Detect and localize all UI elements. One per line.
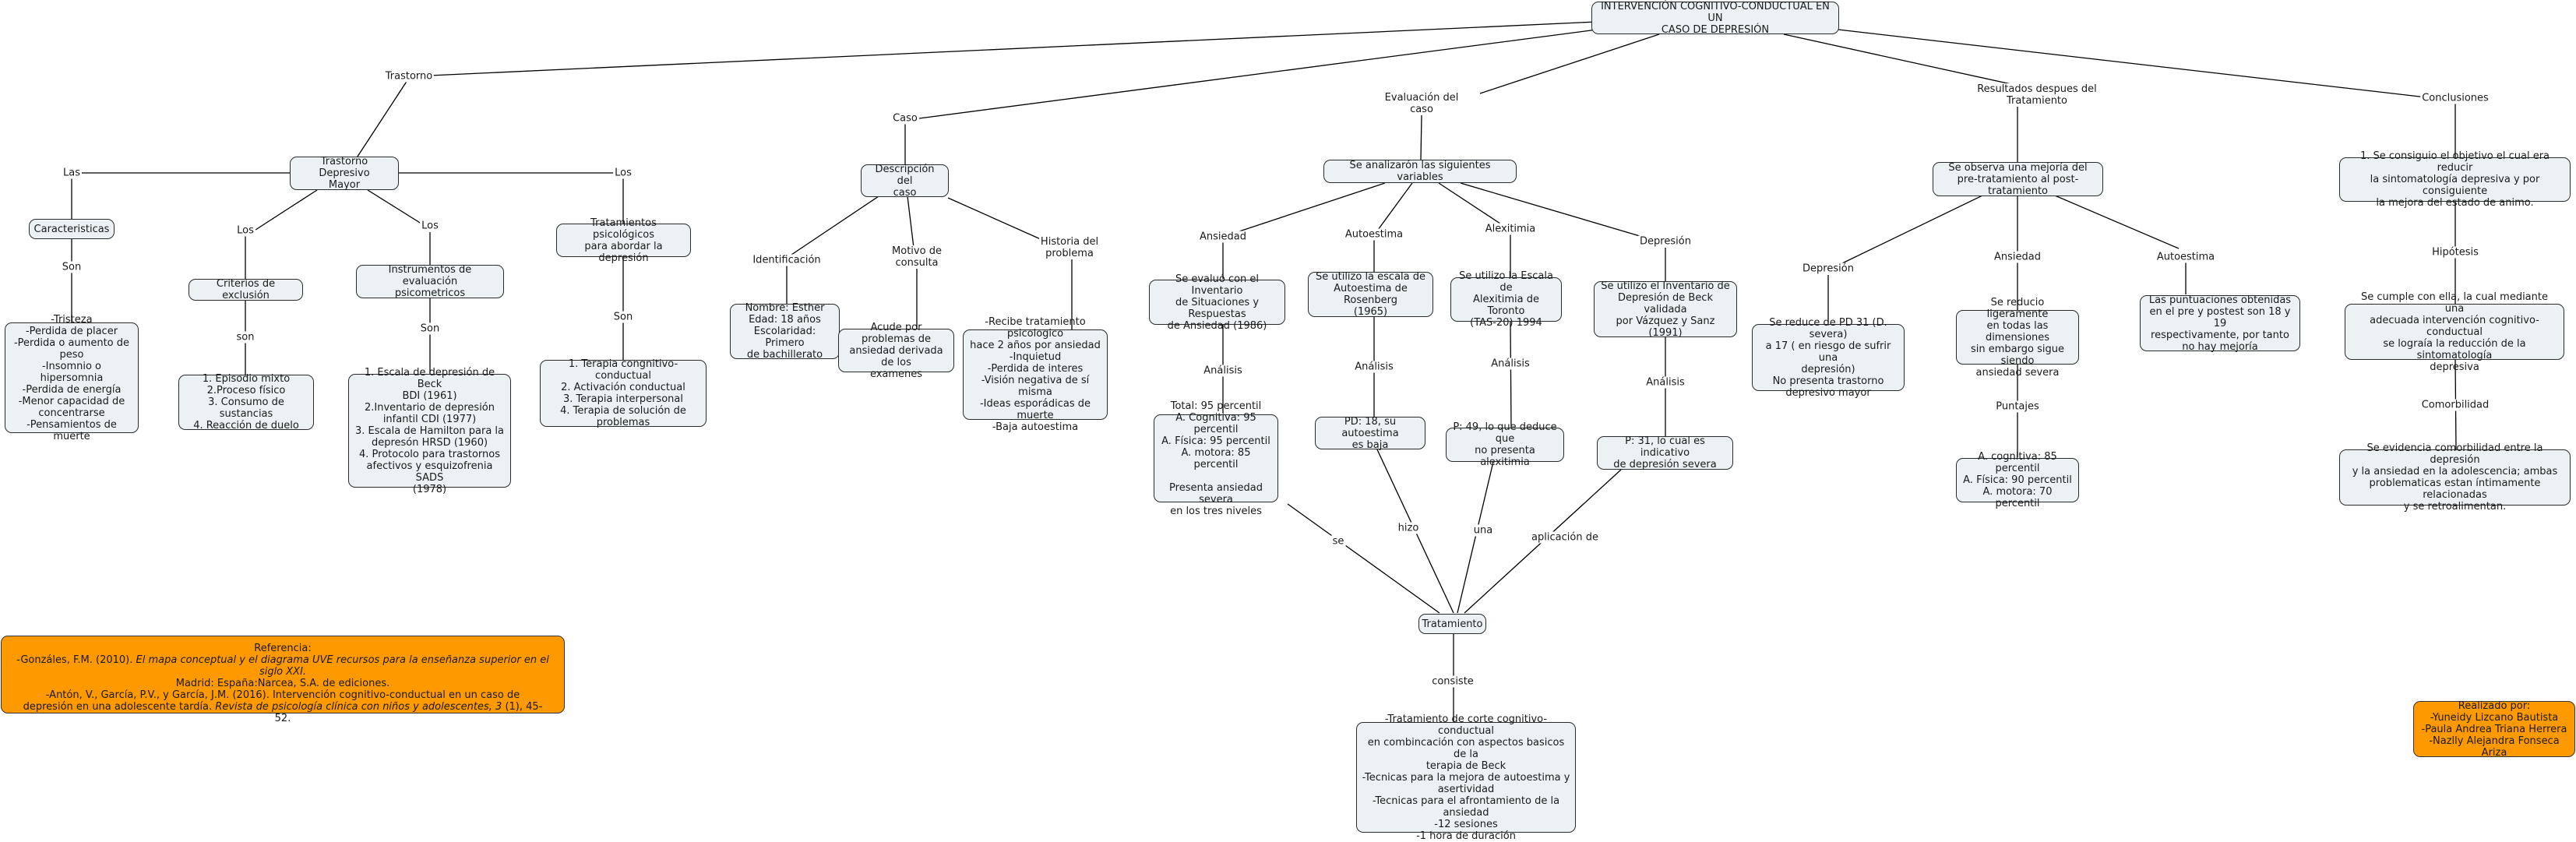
node-caracteristicas[interactable]: Caracteristicas [29,219,115,239]
node-identificacion[interactable]: Nombre: Esther Edad: 18 años Escolaridad… [730,302,840,361]
node-resultado-depresion[interactable]: Se reduce de PD 31 (D. severa) a 17 ( en… [1752,317,1905,399]
link-una: una [1471,524,1495,537]
node-alexitimia-instrumento[interactable]: Se utilizo la Escala de Alexitimia de To… [1450,270,1562,329]
node-conclusion-comorbilidad[interactable]: Se evidencia comorbilidad entre la depre… [2339,442,2571,513]
node-depresion-instrumento[interactable]: Se utilizo el Inventario de Depresión de… [1594,280,1737,339]
link-comorbilidad: Comorbilidad [2419,399,2491,411]
link-hipotesis: Hipótesis [2430,246,2480,259]
node-conclusion-hipotesis[interactable]: Se cumple con ella, la cual mediante una… [2345,291,2564,373]
link-son: Son [611,311,635,323]
node-alexitimia-resultado[interactable]: P: 49, lo que deduce que no presenta ale… [1446,421,1564,468]
node-resultado-ansiedad-puntajes[interactable]: A. cognitiva: 85 percentil A. Física: 90… [1956,451,2079,509]
node-tratamiento[interactable]: Tratamiento [1418,614,1486,634]
link-puntajes: Puntajes [1994,400,2041,413]
link-analisis: Análisis [1202,365,1244,377]
link-son: son [234,331,256,343]
node-tratamientos[interactable]: Tratamientos psicológicos para abordar l… [556,217,691,264]
link-autoestima: Autoestima [1343,228,1405,241]
link-identificacion: Identificación [751,254,823,266]
node-ansiedad-resultado[interactable]: Total: 95 percentil A. Cognitiva: 95 per… [1154,400,1278,517]
node-historia-problema[interactable]: -Recibe tratamiento psicologico hace 2 a… [963,316,1108,433]
reference-2: -Antón, V., García, P.V., y García, J.M.… [23,689,543,724]
node-ansiedad-instrumento[interactable]: Se evaluó con el Inventario de Situacion… [1149,273,1285,332]
link-son: Son [418,322,442,335]
node-mejoria[interactable]: Se observa una mejoría del pre-tratamien… [1933,162,2103,197]
link-ansiedad: Ansiedad [1198,231,1248,243]
link-r-depresion: Depresión [1801,262,1855,275]
link-historia: Historia del problema [1038,236,1101,259]
node-autoestima-resultado[interactable]: PD: 18, su autoestima es baja [1315,416,1425,451]
node-variables[interactable]: Se analizarón las siguientes variables [1323,160,1517,183]
node-motivo-consulta[interactable]: Acude por problemas de ansiedad derivada… [838,322,954,380]
node-trastorno-depresivo[interactable]: Trastorno Depresivo Mayor [290,156,399,191]
link-r-autoestima: Autoestima [2155,251,2217,263]
node-conclusion-objetivo[interactable]: 1. Se consiguio el objetivo el cual era … [2339,150,2571,209]
link-resultados: Resultados despues del Tratamiento [1975,83,2099,107]
link-las: Las [62,167,82,179]
link-conclusiones: Conclusiones [2420,92,2490,104]
node-caracteristicas-list[interactable]: -Tristeza -Perdida de placer -Perdida o … [5,314,139,442]
root-node[interactable]: INTERVENCIÓN COGNITIVO-CONDUCTUAL EN UN … [1591,1,1839,36]
link-depresion: Depresión [1638,235,1693,248]
node-tratamientos-list[interactable]: 1. Terapia congnitivo-conductual 2. Acti… [540,358,707,428]
references-box[interactable]: Referencia: -Gonzáles, F.M. (2010). El m… [1,636,565,724]
node-descripcion-caso[interactable]: Descripción del caso [861,164,949,199]
node-instrumentos[interactable]: Instrumentos de evaluación psicometricos [356,264,504,299]
node-resultado-autoestima[interactable]: Las puntuaciones obtenidas en el pre y p… [2140,294,2300,353]
link-motivo: Motivo de consulta [890,245,943,269]
link-trastorno: Trastorno [383,70,435,83]
link-caso: Caso [891,112,919,125]
node-criterios-list[interactable]: 1. Episodio mixto 2.Proceso físico 3. Co… [178,373,314,432]
node-resultado-ansiedad[interactable]: Se reducio ligeramente en todas las dime… [1956,297,2079,379]
node-tratamiento-descripcion[interactable]: -Tratamiento de corte cognitivo-conductu… [1356,713,1576,842]
node-criterios-exclusion[interactable]: Criterios de exclusión [189,278,303,301]
link-analisis: Análisis [1353,361,1395,373]
link-analisis: Análisis [1489,358,1531,370]
link-r-ansiedad: Ansiedad [1993,251,2042,263]
node-depresion-resultado[interactable]: P: 31, lo cual es indicativo de depresió… [1597,435,1733,470]
link-analisis: Análisis [1644,376,1686,389]
references-title: Referencia: [254,643,312,654]
link-son: Son [60,261,83,273]
link-evaluacion: Evaluación del caso [1383,92,1461,115]
node-instrumentos-list[interactable]: 1. Escala de depresión de Beck BDI (1961… [348,367,511,495]
link-hizo: hizo [1396,522,1421,534]
reference-1-publisher: Madrid: España:Narcea, S.A. de ediciones… [175,678,390,689]
link-alexitimia: Alexitimia [1483,223,1538,235]
authors-box[interactable]: Realizado por: -Yuneidy Lizcano Bautista… [2413,700,2575,759]
link-aplicacion: aplicación de [1530,531,1600,544]
link-los: Los [613,167,633,179]
reference-1: -Gonzáles, F.M. (2010). El mapa conceptu… [16,654,549,678]
link-los: Los [235,224,255,237]
node-autoestima-instrumento[interactable]: Se utilizo la escala de Autoestima de Ro… [1308,271,1433,318]
link-los: Los [420,220,440,232]
link-se: se [1330,535,1346,548]
link-consiste: consiste [1430,675,1475,688]
